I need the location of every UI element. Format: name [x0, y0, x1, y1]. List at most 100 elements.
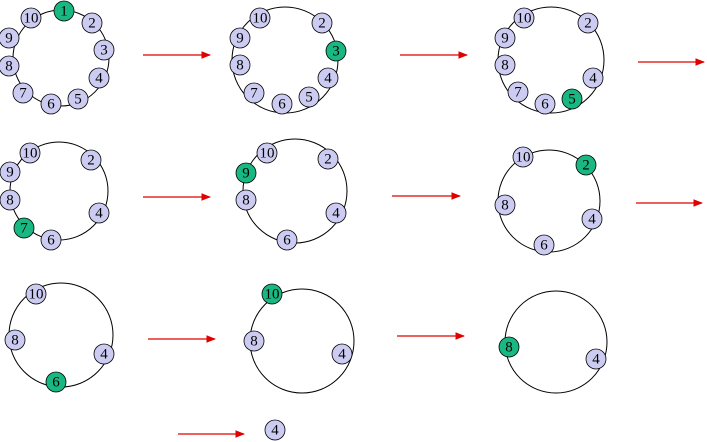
step-panel-3: 2 45 6 7 8 9 10	[494, 6, 605, 115]
node-label: 3	[100, 43, 108, 59]
node: 4	[93, 343, 115, 365]
node-label: 4	[100, 347, 108, 363]
node-label: 6	[283, 233, 291, 249]
node: 9	[494, 27, 516, 49]
node: 2	[81, 12, 103, 34]
node-label: 10	[24, 11, 39, 27]
removed-node: 2	[575, 154, 597, 176]
node-label: 6	[540, 238, 548, 254]
node-label: 4	[95, 206, 103, 222]
node: 4	[88, 67, 110, 89]
step-panel-6: 2 4 6 8 10	[494, 146, 603, 256]
node-label: 2	[318, 16, 326, 32]
step-panel-8: 4 8 10	[243, 283, 355, 394]
node-label: 2	[584, 16, 592, 32]
node: 10	[256, 142, 278, 164]
step-panel-7: 4 6 8 10	[4, 282, 115, 393]
node: 5	[67, 88, 89, 110]
node-label: 7	[514, 85, 522, 101]
node: 8	[229, 54, 251, 76]
ring-circle	[8, 282, 114, 388]
node: 2	[577, 12, 599, 34]
node-label: 4	[338, 347, 346, 363]
removed-node: 5	[561, 88, 583, 110]
node: 4	[88, 202, 110, 224]
ring-circle	[249, 288, 355, 394]
node: 9	[0, 161, 21, 183]
node: 8	[4, 329, 26, 351]
ring-circle	[504, 290, 608, 394]
node: 7	[507, 81, 529, 103]
node-label: 2	[324, 152, 332, 168]
removed-node: 8	[498, 336, 520, 358]
node-label: 10	[260, 146, 275, 162]
node: 6	[533, 234, 555, 256]
node-label: 6	[52, 375, 60, 391]
node: 7	[243, 82, 265, 104]
node: 4	[317, 67, 339, 89]
node-label: 3	[332, 44, 340, 60]
node-label: 6	[47, 233, 55, 249]
node: 8	[0, 55, 20, 77]
node-label: 10	[517, 11, 532, 27]
node-label: 7	[19, 86, 27, 102]
node-label: 6	[541, 97, 549, 113]
node: 4	[582, 67, 604, 89]
removed-node: 1	[53, 0, 75, 22]
node: 2	[80, 149, 102, 171]
node: 4	[581, 208, 603, 230]
node: 9	[0, 27, 20, 49]
node: 8	[494, 194, 516, 216]
node-label: 4	[592, 352, 600, 368]
node-label: 8	[11, 333, 19, 349]
node-label: 10	[253, 11, 268, 27]
node: 4	[264, 419, 286, 441]
node-label: 4	[95, 71, 103, 87]
node-label: 5	[305, 90, 313, 106]
node: 3	[93, 39, 115, 61]
node-label: 8	[236, 58, 244, 74]
node-label: 6	[47, 97, 55, 113]
node-label: 10	[516, 150, 531, 166]
node-label: 4	[332, 206, 340, 222]
removed-node: 10	[261, 283, 283, 305]
node: 2	[317, 148, 339, 170]
node: 10	[19, 142, 41, 164]
node-label: 8	[501, 198, 509, 214]
node: 10	[512, 146, 534, 168]
node-label: 8	[505, 340, 513, 356]
node: 8	[243, 330, 265, 352]
node-label: 5	[568, 92, 576, 108]
node-label: 8	[5, 59, 13, 75]
removed-node: 3	[325, 40, 347, 62]
node-label: 8	[250, 334, 258, 350]
node: 6	[271, 93, 293, 115]
node-label: 9	[242, 166, 250, 182]
node-label: 7	[250, 86, 258, 102]
node: 10	[20, 7, 42, 29]
node-label: 7	[20, 221, 28, 237]
node-label: 9	[5, 31, 13, 47]
node: 6	[276, 229, 298, 251]
node-label: 4	[589, 71, 597, 87]
node: 8	[494, 54, 516, 76]
step-panel-1: 123 45 6 78 9 10	[0, 0, 115, 115]
node-label: 10	[23, 146, 38, 162]
node-label: 6	[278, 97, 286, 113]
node: 4	[585, 348, 607, 370]
node: 5	[298, 86, 320, 108]
node: 10	[249, 7, 271, 29]
node-label: 9	[6, 165, 14, 181]
node-label: 2	[87, 153, 95, 169]
node-label: 2	[88, 16, 96, 32]
node: 2	[311, 12, 333, 34]
node: 6	[40, 93, 62, 115]
node-label: 10	[265, 287, 280, 303]
node-label: 5	[74, 92, 82, 108]
step-panel-9: 48	[498, 290, 608, 394]
node-label: 9	[501, 31, 509, 47]
removed-node: 9	[235, 162, 257, 184]
node: 10	[25, 283, 47, 305]
